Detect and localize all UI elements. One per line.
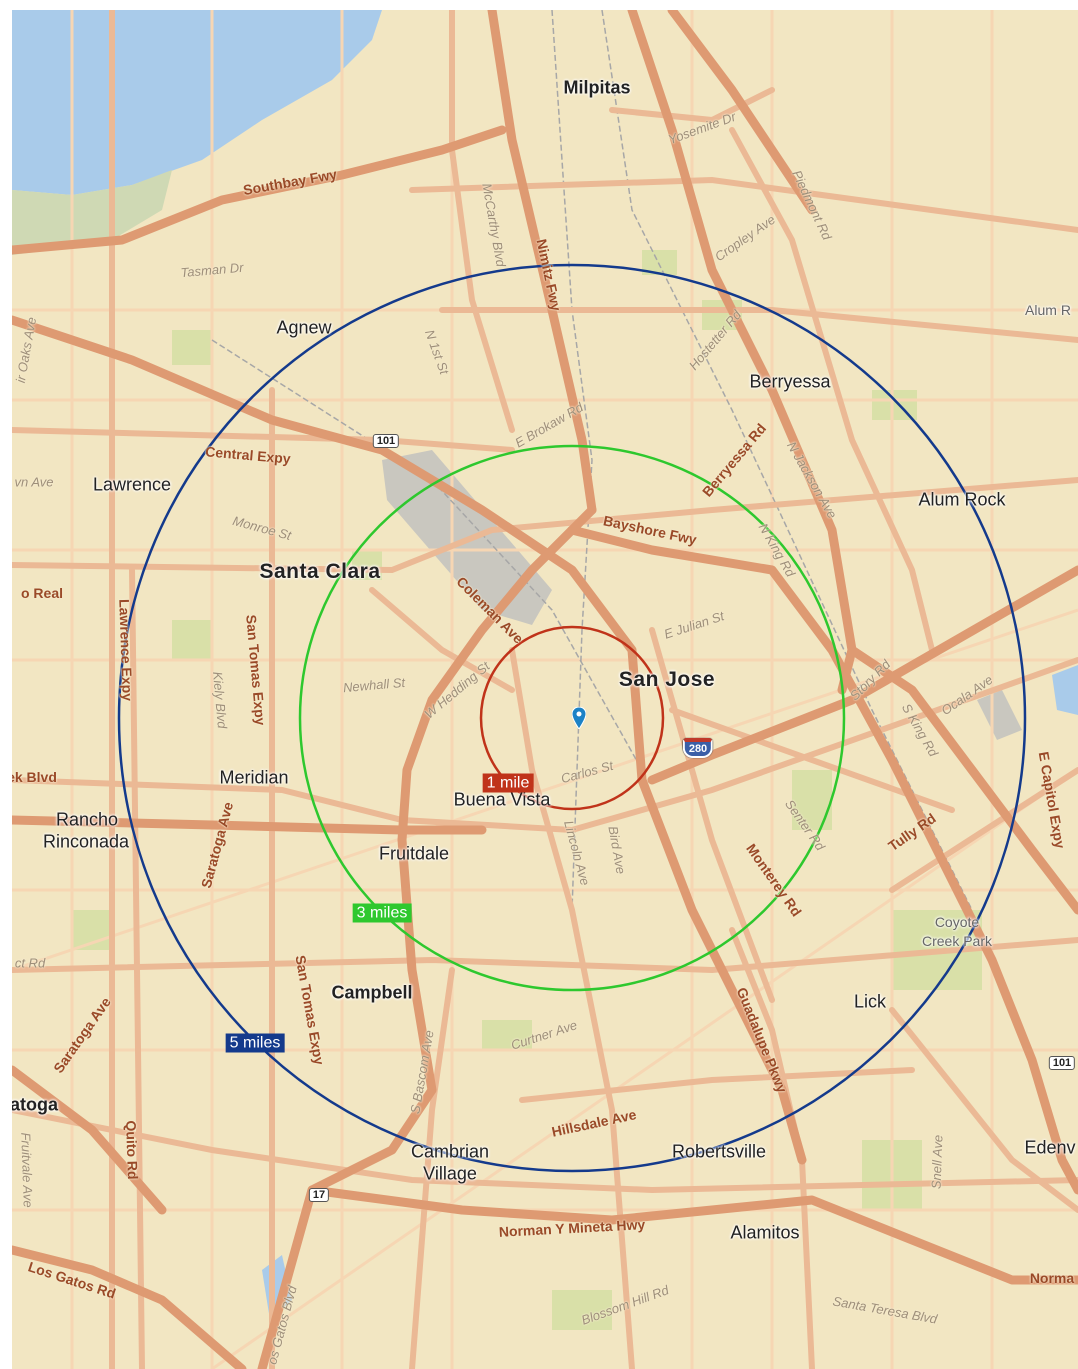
- ring-5-mile-label: 5 miles: [225, 1033, 285, 1053]
- map-canvas[interactable]: Milpitas Agnew Berryessa Lawrence Alum R…: [12, 10, 1078, 1369]
- road-ct-rd: ct Rd: [14, 955, 46, 971]
- place-campbell: Campbell: [331, 982, 413, 1003]
- place-alum-r: Alum R: [1025, 302, 1071, 318]
- place-santa-clara: Santa Clara: [259, 560, 381, 583]
- road-el-camino-real: o Real: [20, 585, 64, 601]
- minor-streets: [12, 10, 1078, 1369]
- place-berryessa: Berryessa: [749, 371, 831, 392]
- place-coyote: Coyote: [934, 914, 980, 930]
- airport-east: [977, 690, 1022, 740]
- road-ek-blvd: ek Blvd: [12, 769, 57, 785]
- place-meridian: Meridian: [219, 767, 289, 788]
- place-rancho: Rancho: [55, 809, 119, 830]
- road-norman-y-mineta-hwy-east: Norma: [1029, 1270, 1075, 1286]
- reservoir-east: [1052, 665, 1078, 715]
- place-buena-vista: Buena Vista: [453, 789, 551, 810]
- ring-3-mile: [298, 444, 846, 992]
- freeways: [12, 10, 1078, 1369]
- road-snell-ave: Snell Ave: [928, 1134, 946, 1190]
- parks: [72, 250, 982, 1330]
- place-edenvale: Edenv: [1024, 1137, 1076, 1158]
- place-rinconada: Rinconada: [42, 831, 130, 852]
- place-san-jose: San Jose: [618, 668, 716, 691]
- place-lawrence: Lawrence: [92, 474, 172, 495]
- road-fruitvale-ave: Fruitvale Ave: [18, 1132, 36, 1208]
- place-lick: Lick: [853, 991, 887, 1012]
- ring-5-mile: [117, 263, 1027, 1173]
- us-101-shield: 101: [372, 434, 400, 448]
- place-agnew: Agnew: [276, 317, 332, 338]
- place-village: Village: [423, 1163, 477, 1184]
- ring-1-mile: [479, 625, 665, 811]
- ring-3-mile-label: 3 miles: [352, 903, 412, 923]
- place-robertsville: Robertsville: [671, 1141, 767, 1162]
- place-cambrian: Cambrian: [410, 1141, 490, 1162]
- place-milpitas: Milpitas: [563, 77, 631, 98]
- road-quito-rd: Quito Rd: [122, 1120, 142, 1180]
- sr-17-shield: 17: [308, 1188, 330, 1202]
- place-creek-park: Creek Park: [921, 933, 993, 949]
- us-101-shield-east: 101: [1048, 1056, 1076, 1070]
- map-graphics: [12, 10, 1078, 1369]
- place-alum-rock: Alum Rock: [918, 489, 1006, 510]
- bay-water: [12, 10, 382, 195]
- place-saratoga: atoga: [12, 1094, 59, 1115]
- i-280-shield: 280: [682, 738, 714, 758]
- place-fruitdale: Fruitdale: [378, 843, 450, 864]
- place-alamitos: Alamitos: [730, 1222, 800, 1243]
- road-vn-ave: vn Ave: [14, 474, 54, 490]
- bay-marsh: [12, 170, 172, 255]
- ring-1-mile-label: 1 mile: [482, 773, 534, 793]
